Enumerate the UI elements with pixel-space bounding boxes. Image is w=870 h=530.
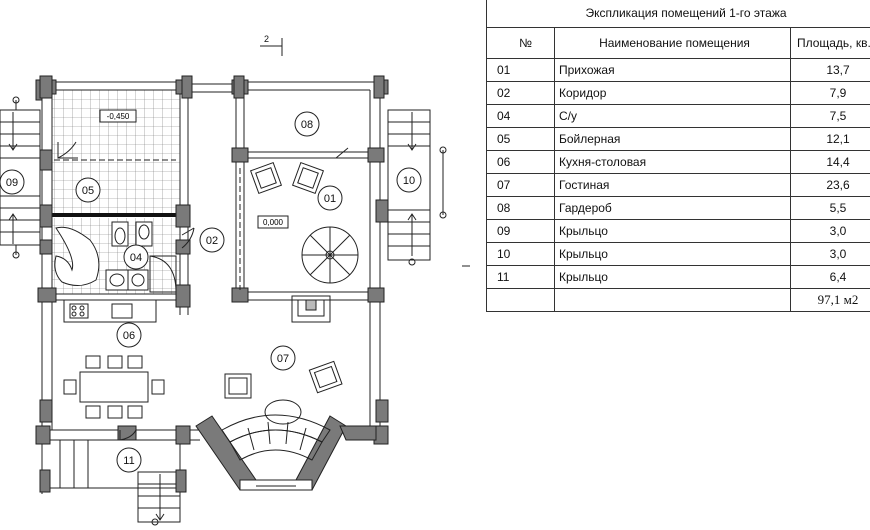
coffee-table xyxy=(264,399,302,425)
room-tag-11: 11 xyxy=(116,447,142,473)
level-mark-boiler: -0,450 xyxy=(99,109,137,123)
svg-text:09: 09 xyxy=(6,177,18,189)
armchair xyxy=(308,360,343,394)
outer-wall-outline xyxy=(41,81,381,441)
room-tag-01: 01 xyxy=(317,185,343,211)
interior-wall xyxy=(52,213,180,217)
hall-armchairs xyxy=(249,161,325,195)
bay-window xyxy=(195,415,377,491)
section-mark-2: 2 xyxy=(260,34,283,56)
fireplace xyxy=(291,295,331,323)
svg-text:08: 08 xyxy=(301,119,313,131)
bathroom-fixtures xyxy=(54,221,177,293)
total-area: 97,1 м2 xyxy=(790,288,870,312)
level-mark-hall: 0,000 xyxy=(257,215,289,229)
room-tag-07: 07 xyxy=(270,345,296,371)
porch-11 xyxy=(41,439,181,526)
boiler-room-tile-floor xyxy=(52,90,180,215)
room-tag-09: 09 xyxy=(0,169,25,195)
spiral-staircase xyxy=(301,226,359,284)
header-number: № xyxy=(486,27,555,59)
table-title: Экспликация помещений 1-го этажа xyxy=(486,0,870,28)
doors xyxy=(54,141,349,441)
armchair xyxy=(224,373,252,399)
corner-sofa xyxy=(221,414,331,461)
total-row: 97,1 м2 xyxy=(486,288,870,312)
wall-posts xyxy=(35,75,389,493)
svg-text:05: 05 xyxy=(82,185,94,197)
svg-text:04: 04 xyxy=(130,252,142,264)
svg-text:02: 02 xyxy=(206,235,218,247)
room-tag-02: 02 xyxy=(199,227,225,253)
svg-text:06: 06 xyxy=(123,330,135,342)
svg-text:07: 07 xyxy=(277,353,289,365)
header-room-name: Наименование помещения xyxy=(554,27,791,59)
room-tag-06: 06 xyxy=(116,322,142,348)
room-tag-10: 10 xyxy=(396,167,422,193)
svg-text:0,000: 0,000 xyxy=(263,218,284,227)
room-tag-08: 08 xyxy=(294,111,320,137)
svg-text:01: 01 xyxy=(324,193,336,205)
header-area: Площадь, кв.м xyxy=(790,27,870,59)
svg-text:10: 10 xyxy=(403,175,415,187)
svg-text:11: 11 xyxy=(123,455,134,467)
porch-10 xyxy=(387,109,447,266)
svg-text:-0,450: -0,450 xyxy=(107,112,130,121)
explication-table-panel: Экспликация помещений 1-го этажа № Наиме… xyxy=(486,0,870,326)
floor-plan: -0,450 0,000 2 1 01 02 04 05 06 07 08 09… xyxy=(0,34,470,526)
kitchen-counter xyxy=(63,299,157,323)
room-tag-05: 05 xyxy=(75,177,101,203)
svg-text:2: 2 xyxy=(264,34,269,44)
room-tag-04: 04 xyxy=(123,244,149,270)
dining-table xyxy=(63,355,165,419)
explication-table: Экспликация помещений 1-го этажа № Наиме… xyxy=(486,0,870,312)
section-mark-1: 1 xyxy=(462,265,470,267)
porch-09 xyxy=(0,96,41,259)
